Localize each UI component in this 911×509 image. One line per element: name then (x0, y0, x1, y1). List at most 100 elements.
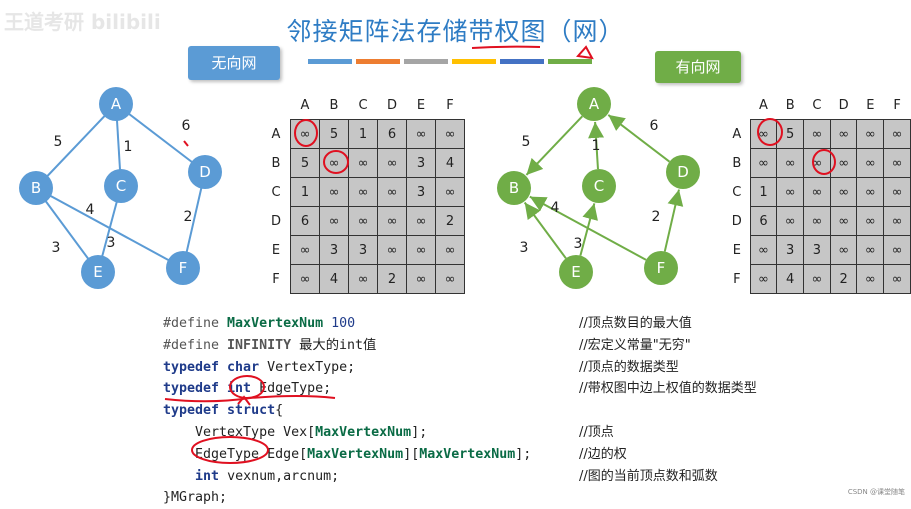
code-comment: //顶点 (579, 424, 614, 440)
edge-e-b (523, 201, 567, 259)
vertex-d (666, 155, 700, 189)
matrix-column-header: C (358, 97, 368, 113)
matrix-cell: ∞ (829, 235, 858, 265)
code-token: INFINITY (227, 337, 292, 353)
vertex-label: A (589, 95, 600, 113)
vertex-label: B (31, 179, 41, 197)
matrix-cell: ∞ (883, 206, 911, 236)
code-circle-edgetype (191, 436, 269, 464)
color-bar-segment (500, 59, 544, 64)
vertex-label: C (116, 177, 126, 195)
matrix-cell: 2 (377, 264, 407, 294)
edge-weight-label: 1 (124, 139, 133, 155)
code-token: char (227, 359, 260, 375)
matrix-cell: ∞ (803, 206, 831, 236)
edge-weight-label: 4 (551, 200, 560, 216)
vertex-label: D (677, 163, 689, 181)
matrix-cell: ∞ (883, 119, 911, 149)
matrix-cell: 6 (749, 206, 778, 236)
matrix-cell: 3 (319, 235, 349, 265)
matrix-row-header: D (731, 213, 742, 229)
matrix-cell: 3 (406, 177, 436, 207)
matrix-cell: ∞ (749, 148, 778, 178)
vertex-a (577, 87, 611, 121)
vertex-e (81, 255, 115, 289)
undirected-network-label: 无向网 (188, 46, 280, 80)
matrix-circle-directed-bd (812, 149, 836, 175)
matrix-row: F∞4∞2∞∞ (724, 264, 911, 294)
matrix-cell: ∞ (319, 177, 349, 207)
edge-weight-label: 4 (86, 202, 95, 218)
code-arrow-mark (237, 395, 251, 406)
code-token: MaxVertexNum (419, 446, 516, 462)
code-comment: //边的权 (579, 446, 627, 462)
matrix-cell: 3 (776, 235, 805, 265)
matrix-cell: ∞ (883, 264, 911, 294)
matrix-column-header: D (838, 97, 849, 113)
title-underline-mark (471, 45, 541, 49)
matrix-cell: ∞ (803, 177, 831, 207)
code-line: EdgeType Edge[MaxVertexNum][MaxVertexNum… (163, 444, 903, 466)
matrix-cell: 1 (348, 119, 378, 149)
matrix-cell: ∞ (406, 264, 436, 294)
matrix-row: F∞4∞2∞∞ (262, 264, 465, 294)
edge-f-d (663, 189, 684, 252)
code-token: MaxVertexNum (307, 446, 404, 462)
matrix-cell: ∞ (749, 119, 778, 149)
code-token: VertexType Vex[ (163, 424, 316, 440)
matrix-cell: ∞ (883, 177, 911, 207)
code-comment: //顶点的数据类型 (579, 359, 679, 375)
matrix-row-header: B (271, 155, 281, 171)
matrix-cell: 1 (749, 177, 778, 207)
matrix-cell: ∞ (377, 177, 407, 207)
vertex-label: E (93, 263, 102, 281)
matrix-column-header: B (785, 97, 795, 113)
matrix-cell: 4 (435, 148, 465, 178)
matrix-cell: ∞ (435, 264, 465, 294)
code-circle-int (229, 375, 265, 399)
edge-a-b (525, 115, 584, 176)
matrix-cell: ∞ (290, 264, 320, 294)
matrix-cell: ∞ (406, 119, 436, 149)
matrix-row-header: C (271, 184, 281, 200)
matrix-row-header: A (732, 126, 742, 142)
code-comment: //顶点数目的最大值 (579, 316, 692, 331)
watermark: 王道考研 bilibili (4, 10, 161, 34)
matrix-column-header: A (300, 97, 310, 113)
vertex-b (19, 171, 53, 205)
code-comment: //图的当前顶点数和弧数 (579, 468, 718, 484)
vertex-e (559, 255, 593, 289)
matrix-cell: 3 (348, 235, 378, 265)
edge-weight-label: 1 (592, 138, 601, 154)
matrix-cell: ∞ (319, 206, 349, 236)
code-comment: //宏定义常量"无穷" (579, 337, 691, 353)
matrix-cell: 2 (435, 206, 465, 236)
matrix-circle-ab (294, 119, 318, 147)
edge-weight-label: 2 (652, 209, 661, 225)
matrix-column-header: A (759, 97, 768, 113)
matrix-row-header: F (272, 271, 280, 287)
code-token: #define (163, 316, 228, 331)
vertex-label: F (179, 259, 188, 277)
code-underline-mark (164, 395, 336, 403)
color-bar-segment (404, 59, 448, 64)
vertex-label: C (594, 177, 604, 195)
code-token: typedef (163, 403, 228, 419)
code-token: MaxVertexNum (227, 316, 324, 331)
matrix-cell: ∞ (776, 206, 805, 236)
matrix-cell: ∞ (856, 206, 885, 236)
matrix-row-header: D (270, 213, 281, 229)
matrix-row-header: A (271, 126, 281, 142)
matrix-cell: ∞ (749, 235, 778, 265)
color-bar-segment (308, 59, 352, 64)
matrix-row: B∞∞∞∞∞∞ (724, 148, 911, 178)
color-bar-segment (452, 59, 496, 64)
code-line: int vexnum,arcnum;//图的当前顶点数和弧数 (163, 466, 903, 488)
vertex-c (104, 169, 138, 203)
